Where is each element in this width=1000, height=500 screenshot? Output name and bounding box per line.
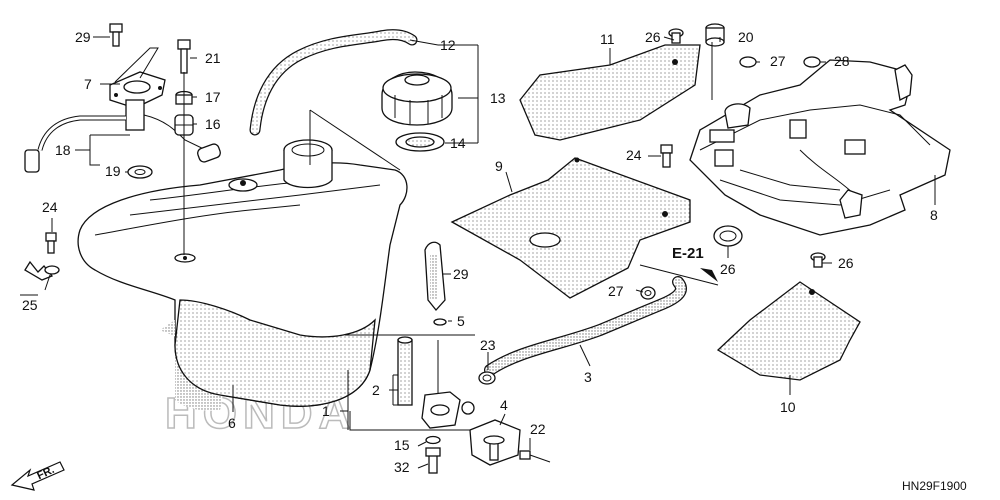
cap-29-left bbox=[739, 56, 757, 68]
hose-clamp-28 bbox=[640, 286, 656, 300]
fuel-valve bbox=[397, 336, 475, 474]
callout-16: 16 bbox=[205, 116, 221, 132]
callout-1: 1 bbox=[322, 403, 330, 419]
callout-7: 7 bbox=[84, 76, 92, 92]
fuel-cap bbox=[381, 71, 453, 126]
bolt-21 bbox=[177, 39, 191, 74]
callout-26-top: 26 bbox=[645, 29, 661, 45]
callout-10: 10 bbox=[780, 399, 796, 415]
fuel-hose bbox=[484, 276, 687, 376]
fuel-pump-unit bbox=[24, 71, 221, 173]
floor-frame-8 bbox=[689, 59, 951, 236]
clip-26-top bbox=[668, 28, 684, 44]
callout-12: 12 bbox=[440, 37, 456, 53]
callout-4: 4 bbox=[500, 397, 508, 413]
fuel-tank bbox=[77, 139, 408, 411]
bolt-31 bbox=[109, 23, 123, 47]
callout-13: 13 bbox=[490, 90, 506, 106]
cap-29-right bbox=[803, 56, 821, 68]
washer-5 bbox=[433, 318, 447, 326]
callout-9: 9 bbox=[495, 158, 503, 174]
callout-17: 17 bbox=[205, 89, 221, 105]
reference-arrow bbox=[700, 268, 718, 282]
callout-29-left: 27 bbox=[770, 53, 786, 69]
callout-11: 11 bbox=[600, 31, 615, 47]
callout-23: 23 bbox=[480, 337, 496, 353]
callout-3: 3 bbox=[584, 369, 592, 385]
callout-22: 22 bbox=[530, 421, 546, 437]
callout-25: 25 bbox=[22, 297, 38, 313]
diagram-code: HN29F1900 bbox=[902, 479, 967, 493]
floor-mat-10 bbox=[716, 281, 861, 381]
callout-20: 20 bbox=[738, 29, 754, 45]
clip-24-right bbox=[660, 144, 673, 168]
cap-gasket bbox=[395, 132, 445, 152]
callout-30: 29 bbox=[453, 266, 469, 282]
callout-29-right: 28 bbox=[834, 53, 850, 69]
callout-26-bottom: 26 bbox=[838, 255, 854, 271]
callout-21: 21 bbox=[205, 50, 221, 66]
callout-2: 2 bbox=[372, 382, 380, 398]
tank-strap-30 bbox=[424, 241, 446, 312]
tank-clip-25 bbox=[24, 260, 60, 281]
callout-6: 6 bbox=[228, 415, 236, 431]
grommet-20 bbox=[705, 23, 725, 47]
callout-31: 29 bbox=[75, 29, 91, 45]
callout-5: 5 bbox=[457, 313, 465, 329]
callout-14: 14 bbox=[450, 135, 466, 151]
bolt-22 bbox=[519, 450, 551, 463]
floor-mat-9 bbox=[450, 157, 691, 299]
callout-24-right: 24 bbox=[626, 147, 642, 163]
callout-27: 26 bbox=[720, 261, 736, 277]
callout-18: 18 bbox=[55, 142, 71, 158]
floor-mat-11 bbox=[519, 44, 701, 141]
callout-24-left: 24 bbox=[42, 199, 58, 215]
hose-clamp-23 bbox=[478, 371, 496, 385]
clip-26-bottom bbox=[810, 252, 826, 268]
callout-labels: 29 7 21 17 16 18 19 24 25 6 12 13 14 11 … bbox=[22, 29, 938, 475]
breather-hose bbox=[250, 30, 417, 135]
fuel-filter-4 bbox=[469, 419, 521, 466]
front-direction-arrow bbox=[10, 461, 65, 491]
callout-28: 27 bbox=[608, 283, 624, 299]
reference-e21: E-21 bbox=[672, 245, 704, 262]
clip-24-left bbox=[45, 232, 57, 254]
callout-19: 19 bbox=[105, 163, 121, 179]
callout-8: 8 bbox=[930, 207, 938, 223]
leader-lines bbox=[20, 36, 936, 469]
band-27 bbox=[713, 225, 743, 247]
callout-15: 15 bbox=[394, 437, 410, 453]
pump-grommet bbox=[127, 165, 153, 179]
callout-32: 32 bbox=[394, 459, 410, 475]
